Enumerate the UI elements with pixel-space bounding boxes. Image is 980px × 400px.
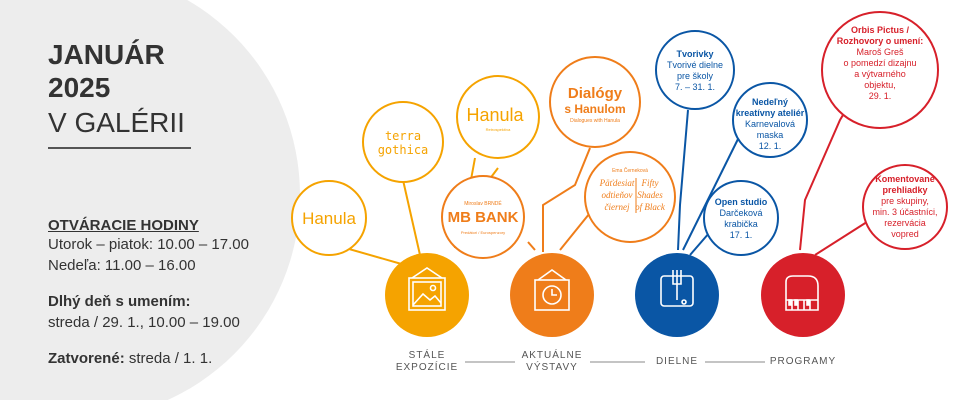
programs-circle: [761, 253, 845, 337]
title-month: JANUÁR: [48, 39, 165, 70]
atelier-text: Nedeľný kreatívny ateliér Karnevalová ma…: [733, 97, 807, 152]
black-top: Ema Černeková: [612, 167, 648, 174]
open-studio-text: Open studio Darčeková krabička 17. 1.: [706, 197, 776, 241]
atelier-line2: maska: [756, 130, 784, 140]
terra-gothica-circle: [362, 101, 444, 183]
black-r2: Shades: [637, 190, 663, 200]
orbis-line5: 29. 1.: [868, 91, 892, 101]
title-place: V GALÉRII: [48, 107, 185, 138]
mb-top: Miroslav BRNDÉ: [464, 200, 502, 207]
black-l3: čiernej: [605, 202, 630, 212]
title-year: 2025: [48, 72, 111, 103]
closed-value: streda / 1. 1.: [124, 350, 213, 367]
closed-label: Zatvorené:: [48, 350, 125, 367]
open-studio-circle: [703, 180, 779, 256]
orbis-circle: [821, 11, 939, 129]
prehliadky-line1: pre skupiny,: [881, 196, 929, 206]
orbis-text: Orbis Pictus / Rozhovory o umení: Maroš …: [825, 25, 935, 102]
atelier-title2: kreatívny ateliér: [735, 108, 805, 118]
black-r3: of Black: [635, 202, 666, 212]
black-l2: odtieňov: [602, 190, 633, 200]
title-divider: [48, 147, 191, 149]
open-studio-line1: Darčeková: [719, 208, 763, 218]
hours-sunday: Nedeľa: 11.00 – 16.00: [48, 257, 196, 274]
dialogy-circle: [549, 56, 641, 148]
dialogy-logo-2: s Hanulom: [564, 102, 625, 116]
prehliadky-line3: rezervácia: [884, 218, 926, 228]
prehliadky-title: Komentované: [875, 174, 935, 184]
black-l1: Päťdesiat: [599, 178, 635, 188]
terra-logo: terra: [385, 129, 421, 143]
orbis-line4: objektu,: [864, 80, 896, 90]
black-title: Päťdesiat odtieňov čiernej Fifty Shades …: [599, 178, 666, 212]
orbis-title: Orbis Pictus /: [850, 25, 910, 35]
open-studio-title: Open studio: [714, 197, 768, 207]
open-studio-line3: 17. 1.: [729, 230, 753, 240]
tvorivky-title: Tvorivky: [676, 49, 714, 59]
category-permanent: STÁLE EXPOZÍCIE: [387, 350, 467, 374]
long-day-heading: Dlhý deň s umením:: [48, 293, 191, 310]
dialogy-sub: Dialogues with Hanula: [570, 118, 620, 124]
piano-icon: [785, 275, 819, 311]
picture-icon: [408, 267, 446, 311]
atelier-circle: [732, 82, 808, 158]
hanula-circle: [291, 180, 367, 256]
prehliadky-circle: [862, 164, 948, 250]
gothica-logo: gothica: [378, 143, 429, 157]
orbis-line2: o pomedzí dizajnu: [843, 58, 917, 68]
tvorivky-text: Tvorivky Tvorivé dielne pre školy 7. – 3…: [660, 49, 730, 93]
prehliadky-line4: vopred: [891, 229, 919, 239]
hanula-retro-logo: Hanula: [466, 105, 524, 125]
hanula-retro-circle: [456, 75, 540, 159]
hand-tool-icon: [660, 270, 694, 307]
tvorivky-line1: Tvorivé dielne: [666, 60, 724, 70]
category-permanent-1: STÁLE: [408, 350, 446, 361]
mb-bank-circle: [441, 175, 525, 259]
prehliadky-line2: min. 3 účastníci,: [872, 207, 938, 217]
hours-weekdays: Utorok – piatok: 10.00 – 17.00: [48, 236, 249, 253]
category-workshops: DIELNE: [655, 356, 699, 367]
permanent-circle: [385, 253, 469, 337]
atelier-title: Nedeľný: [752, 97, 788, 107]
orbis-line1: Maroš Greš: [856, 47, 904, 57]
category-permanent-2: EXPOZÍCIE: [395, 362, 459, 373]
orbis-line3: a výtvarného: [854, 69, 906, 79]
orbis-title2: Rozhovory o umení:: [836, 36, 924, 46]
background-circle: [0, 0, 300, 400]
fifty-shades-circle: [584, 151, 676, 243]
dialogy-logo: Dialógy: [568, 85, 623, 102]
black-r1: Fifty: [641, 178, 659, 188]
open-studio-line2: krabička: [724, 219, 758, 229]
atelier-line1: Karnevalová: [744, 119, 796, 129]
category-current-2: VÝSTAVY: [526, 362, 578, 373]
mb-bank-logo: MB BANK: [448, 209, 519, 226]
long-day-value: streda / 29. 1., 10.00 – 19.00: [48, 314, 240, 331]
closed-line: Zatvorené: streda / 1. 1.: [48, 350, 212, 368]
category-current: AKTUÁLNE VÝSTAVY: [512, 350, 592, 374]
prehliadky-text: Komentované prehliadky pre skupiny, min.…: [862, 174, 948, 240]
tvorivky-circle: [655, 30, 735, 110]
hanula-retro-sub: Retrospektíva: [486, 127, 511, 132]
hours-heading: OTVÁRACIE HODINY: [48, 217, 199, 234]
clock-frame-icon: [534, 269, 570, 311]
prehliadky-title2: prehliadky: [882, 185, 928, 195]
category-programs: PROGRAMY: [769, 356, 837, 367]
atelier-line3: 12. 1.: [758, 141, 782, 151]
hanula-logo: Hanula: [302, 209, 356, 228]
mb-bottom: Predátori / Eurospenzory: [461, 230, 505, 235]
category-current-1: AKTUÁLNE: [521, 350, 583, 361]
tvorivky-line2: pre školy: [676, 71, 713, 81]
tvorivky-line3: 7. – 31. 1.: [674, 82, 716, 92]
